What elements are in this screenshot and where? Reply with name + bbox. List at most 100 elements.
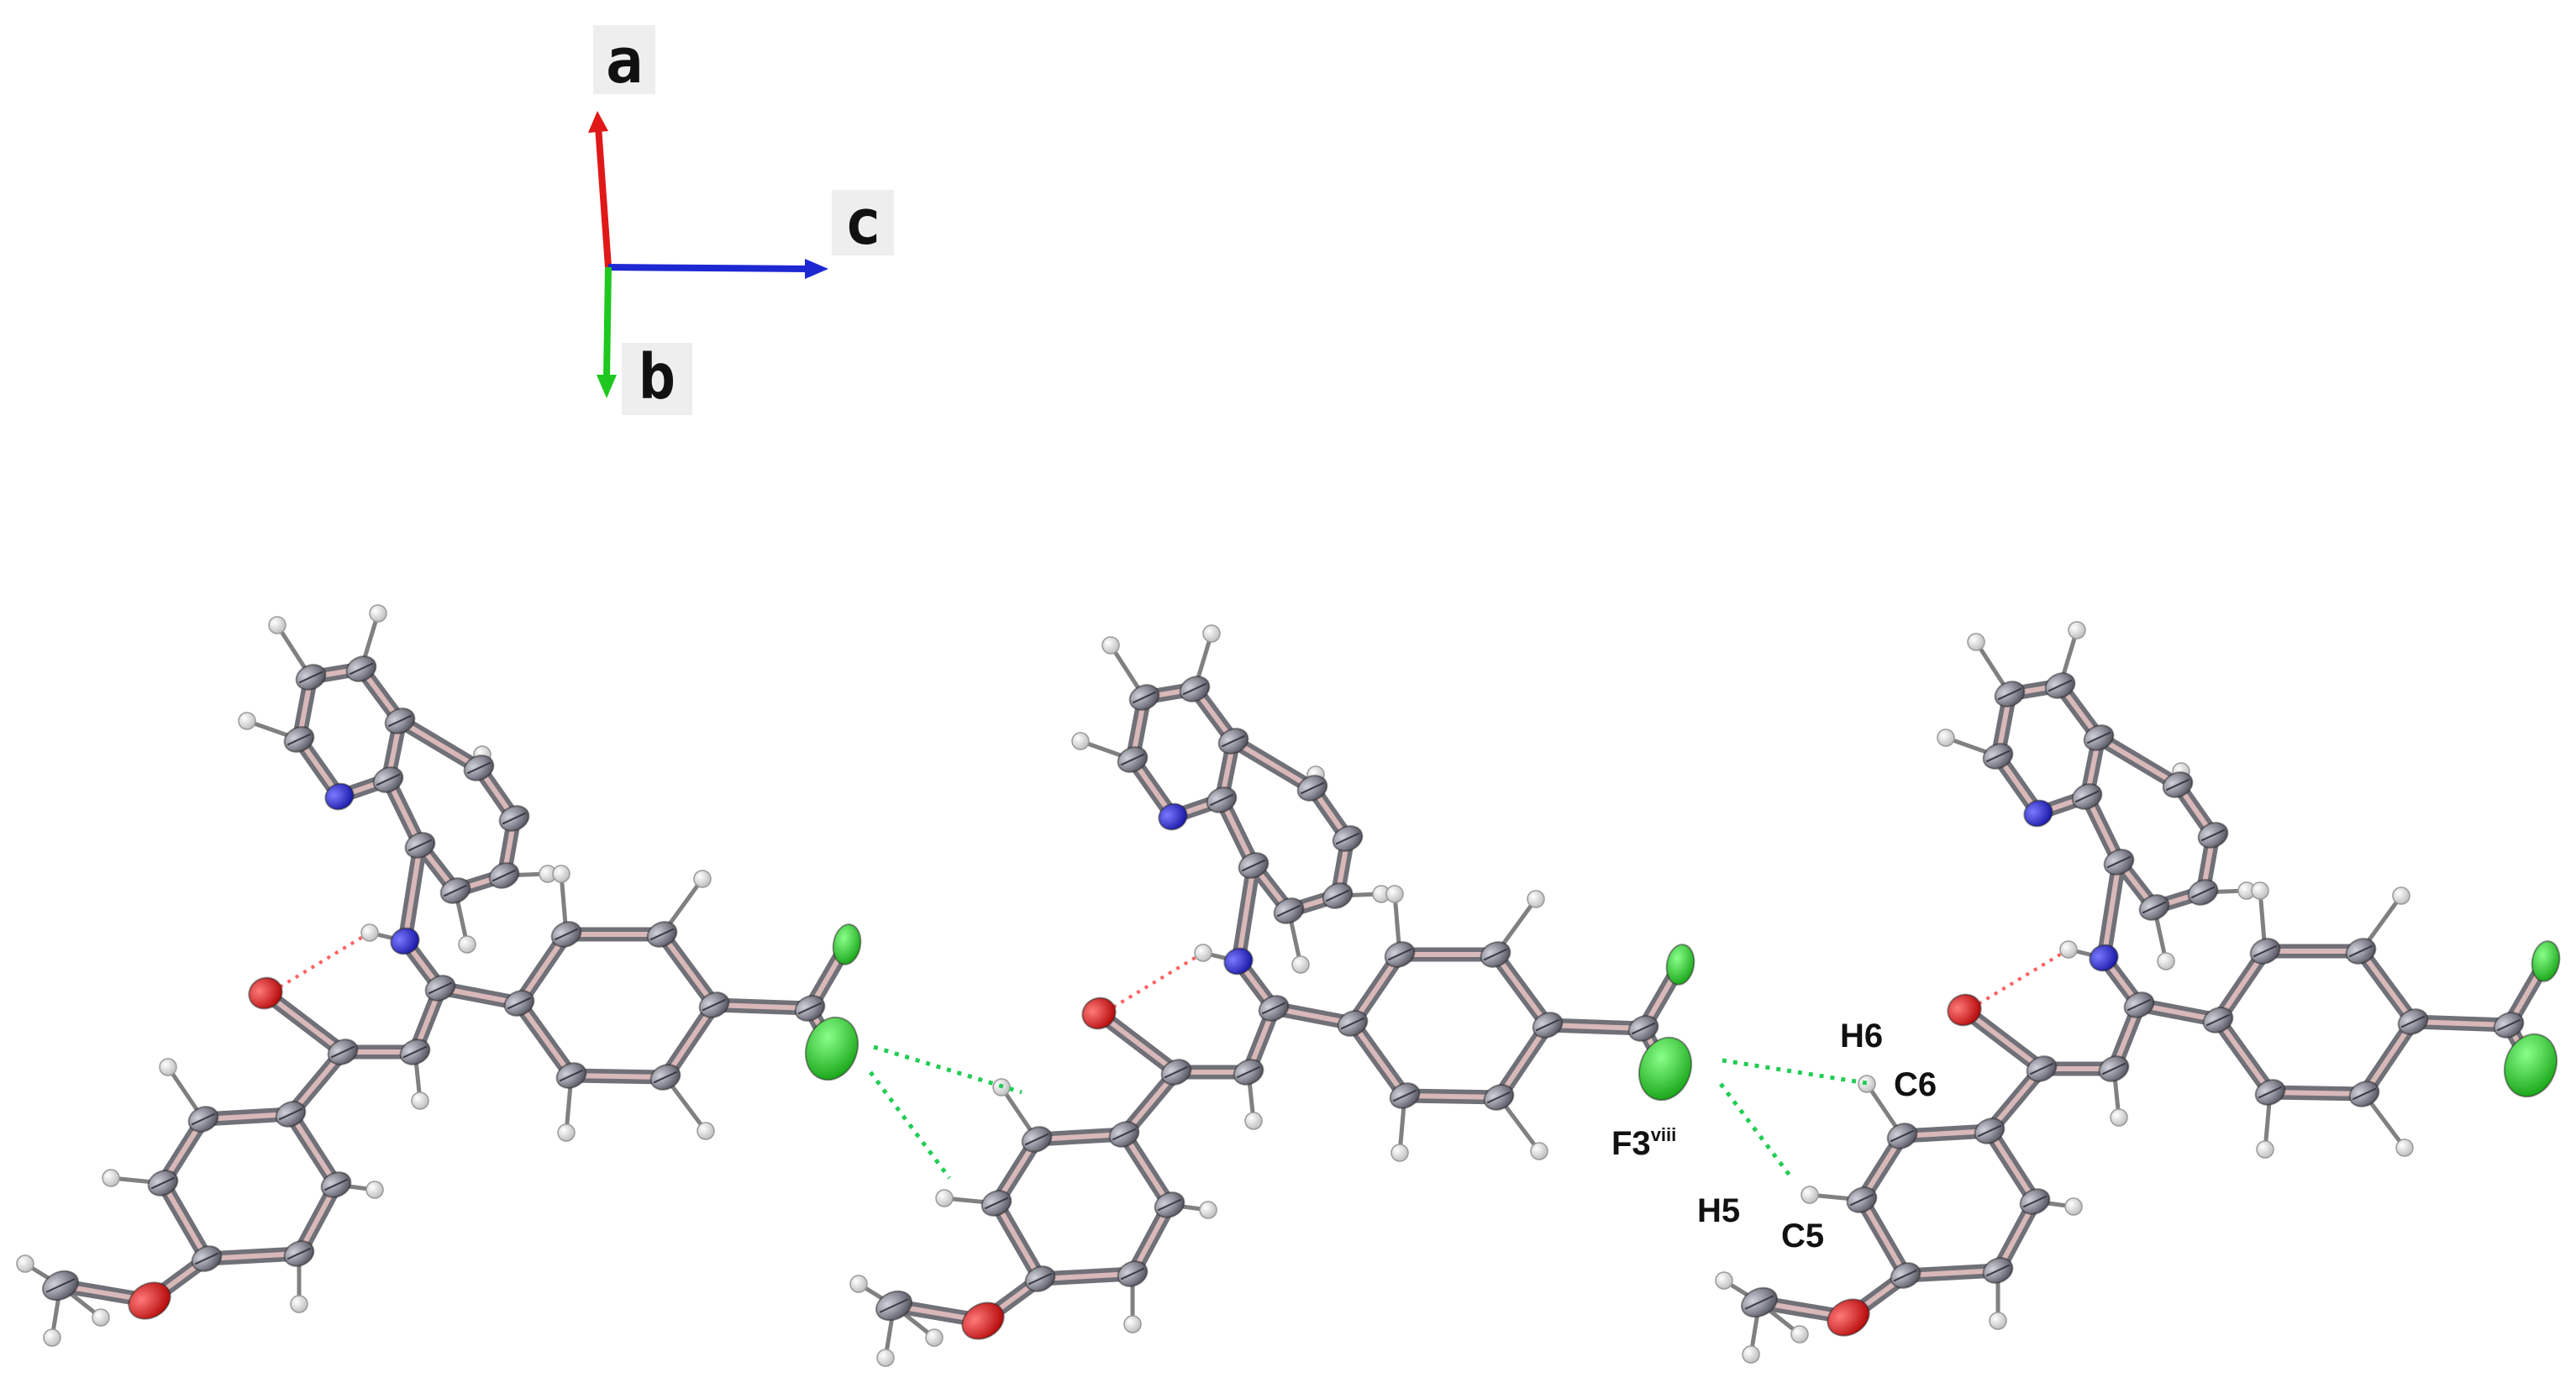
ellipsoid-axis — [1392, 1089, 1417, 1102]
ellipsoid-axis — [2022, 1195, 2048, 1208]
hydrogen-atom — [552, 865, 570, 883]
hydrogen-atom — [159, 1058, 177, 1076]
ellipsoid-axis — [191, 1112, 216, 1126]
ellipsoid-axis — [2074, 790, 2100, 803]
contact-f-h6-left — [873, 1044, 1023, 1095]
nitrogen-atom — [2089, 944, 2119, 972]
ellipsoid-axis — [194, 1252, 219, 1265]
fluorine-atom — [1638, 1036, 1693, 1102]
bond-highlight — [1350, 1021, 1407, 1098]
ellipsoid-axis — [1340, 1017, 1365, 1030]
nitrogen-atom — [2023, 799, 2053, 828]
hydrogen-atom — [2395, 1139, 2414, 1157]
hydrogen-atom — [1967, 633, 1985, 651]
axis-a-arrowhead — [588, 111, 608, 133]
bond-highlight — [288, 1112, 339, 1187]
ellipsoid-axis — [554, 928, 579, 941]
bond-highlight — [2101, 860, 2121, 960]
hydrogen-atom — [92, 1308, 110, 1327]
ellipsoid-axis — [150, 1176, 176, 1190]
hydrogen-atom — [935, 1189, 954, 1207]
ellipsoid-axis — [2086, 731, 2111, 744]
label-f3: F3viii — [1611, 1124, 1676, 1162]
ellipsoid-axis — [1985, 1264, 2011, 1277]
ellipsoid-axis — [507, 997, 532, 1010]
hydrogen-atom — [1101, 636, 1120, 655]
ellipsoid-axis — [2165, 778, 2190, 792]
ellipsoid-axis — [1890, 1129, 1915, 1143]
ellipsoid-axis — [2029, 1062, 2054, 1076]
ellipsoid-axis — [2200, 828, 2226, 842]
hydrogen-atom — [1385, 885, 1404, 903]
ellipsoid-axis — [1236, 1065, 1261, 1079]
ellipsoid-axis — [45, 1278, 76, 1293]
ellipsoid-axis — [1631, 1022, 1656, 1035]
hydrogen-atom — [849, 1275, 868, 1293]
hydrogen-atom — [1071, 732, 1090, 750]
ellipsoid-axis — [2142, 901, 2167, 914]
ellipsoid-axis — [287, 733, 312, 746]
bond-highlight — [1231, 739, 1315, 791]
hydrogen-atom — [290, 1295, 308, 1313]
molecule-chain — [16, 604, 2561, 1367]
hydrogen-atom — [1858, 1075, 1876, 1093]
hydrogen-atom — [1790, 1325, 1809, 1344]
ellipsoid-axis — [2348, 944, 2374, 958]
molecule-left — [16, 604, 862, 1347]
intermolecular-contacts — [868, 1044, 1873, 1181]
ellipsoid-axis — [2496, 1018, 2521, 1032]
bond-highlight — [1402, 1093, 1501, 1100]
hydrogen-atom — [1989, 1312, 2007, 1330]
hydrogen-atom — [1530, 1142, 1548, 1160]
hydrogen-atom — [365, 1181, 384, 1199]
bond-highlight — [569, 1073, 668, 1080]
label-f3-superscript: viii — [1651, 1124, 1677, 1145]
intramolecular-hbond — [1112, 951, 1205, 1008]
hydrogen-atom — [693, 870, 712, 888]
intramolecular-hbond — [279, 931, 371, 988]
ellipsoid-axis — [387, 714, 413, 728]
axis-c-arrowhead — [805, 259, 828, 279]
fluorine-atom — [2503, 1033, 2558, 1098]
hydrogen-atom — [2110, 1108, 2128, 1127]
bond-highlight — [660, 932, 717, 1007]
hydrogen-atom — [1742, 1345, 1760, 1364]
axis-b-arrow — [603, 266, 612, 379]
ellipsoid-axis — [1744, 1295, 1774, 1310]
ellipsoid-axis — [1387, 948, 1412, 961]
ellipsoid-axis — [1182, 682, 1207, 696]
hydrogen-atom — [43, 1328, 61, 1347]
ellipsoid-axis — [1209, 793, 1234, 807]
ellipsoid-axis — [1024, 1133, 1049, 1146]
intramolecular-hbond — [1978, 948, 2070, 1005]
hydrogen-atom — [458, 935, 476, 954]
ellipsoid-axis — [349, 662, 374, 676]
axis-a-label-bg — [593, 25, 655, 94]
ellipsoid-axis — [2106, 855, 2132, 869]
ellipsoid-axis — [797, 1002, 823, 1015]
bond-highlight — [712, 1002, 812, 1011]
axis-b-label: b — [639, 341, 676, 413]
hydrogen-atom — [876, 1349, 895, 1367]
hydrogen-atom — [360, 923, 379, 942]
bond-highlight — [2358, 949, 2416, 1024]
hydrogen-atom — [1715, 1271, 1733, 1290]
fluorine-atom — [1665, 944, 1695, 986]
ellipsoid-axis — [1120, 1267, 1145, 1281]
ellipsoid-axis — [1261, 1002, 1286, 1015]
ellipsoid-axis — [1483, 948, 1508, 961]
bond-highlight — [994, 1201, 1043, 1281]
ellipsoid-axis — [502, 812, 527, 825]
ellipsoid-axis — [2400, 1015, 2426, 1028]
bond-highlight — [1859, 1197, 1908, 1278]
ellipsoid-axis — [2253, 944, 2278, 958]
bond-highlight — [1903, 1268, 2000, 1278]
oxygen-atom — [1827, 1298, 1870, 1337]
bond-highlight — [397, 718, 481, 771]
ellipsoid-axis — [702, 998, 727, 1012]
ellipsoid-axis — [330, 1045, 355, 1059]
hydrogen-atom — [2392, 886, 2410, 905]
ellipsoid-axis — [287, 1247, 312, 1260]
ellipsoid-axis — [2352, 1087, 2377, 1101]
